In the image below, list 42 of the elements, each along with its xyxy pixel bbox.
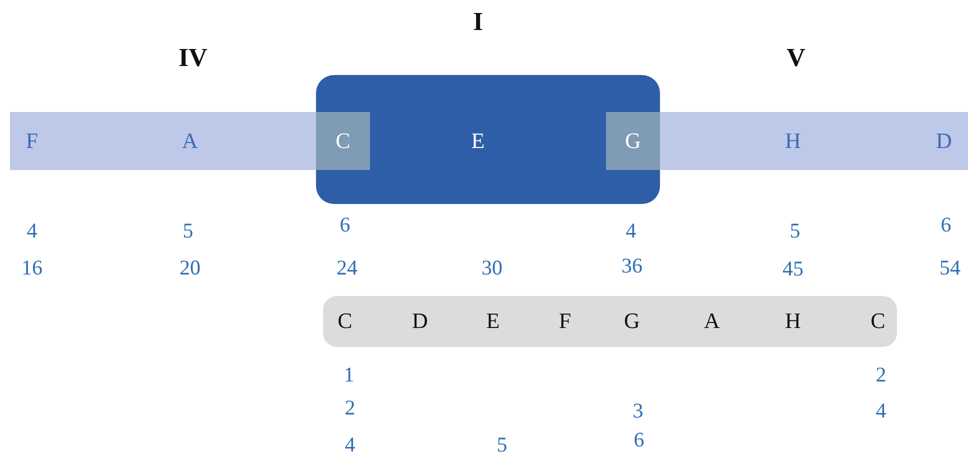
note-letter: E [486, 310, 500, 332]
note-letter: E [471, 130, 485, 152]
number-label: 2 [876, 364, 886, 386]
number-label: 1 [344, 364, 354, 386]
note-letter: G [625, 130, 641, 152]
note-letter: A [182, 130, 198, 152]
number-label: 5 [182, 220, 194, 242]
number-label: 45 [782, 258, 804, 280]
number-label: 4 [626, 220, 636, 242]
number-label: 5 [790, 220, 800, 242]
note-letter: C [870, 310, 886, 332]
section-heading: V [786, 45, 806, 71]
number-label: 3 [632, 400, 644, 422]
number-label: 20 [180, 258, 200, 278]
number-label: 36 [622, 256, 642, 276]
number-label: 24 [336, 258, 358, 278]
note-letter: D [936, 130, 952, 152]
number-label: 4 [344, 434, 356, 456]
scale-bar [323, 296, 897, 347]
number-label: 54 [940, 258, 960, 278]
note-letter: H [785, 130, 801, 152]
note-letter: A [704, 310, 720, 332]
number-label: 6 [940, 214, 952, 236]
number-label: 6 [634, 430, 644, 450]
number-label: 4 [26, 220, 38, 242]
note-letter: F [558, 310, 572, 332]
note-letter: F [26, 130, 38, 152]
number-label: 2 [344, 398, 356, 418]
number-label: 30 [482, 258, 502, 278]
number-label: 5 [496, 434, 508, 456]
note-letter: D [412, 310, 428, 332]
note-letter: G [624, 310, 640, 332]
note-letter: H [785, 310, 801, 332]
scale-band [10, 112, 316, 170]
note-letter: C [336, 130, 350, 152]
number-label: 16 [22, 258, 42, 278]
number-label: 6 [340, 214, 350, 236]
section-heading: IV [178, 45, 208, 71]
note-letter: C [338, 310, 352, 332]
scale-band [660, 112, 968, 170]
section-heading: I [472, 9, 484, 35]
number-label: 4 [876, 400, 886, 422]
